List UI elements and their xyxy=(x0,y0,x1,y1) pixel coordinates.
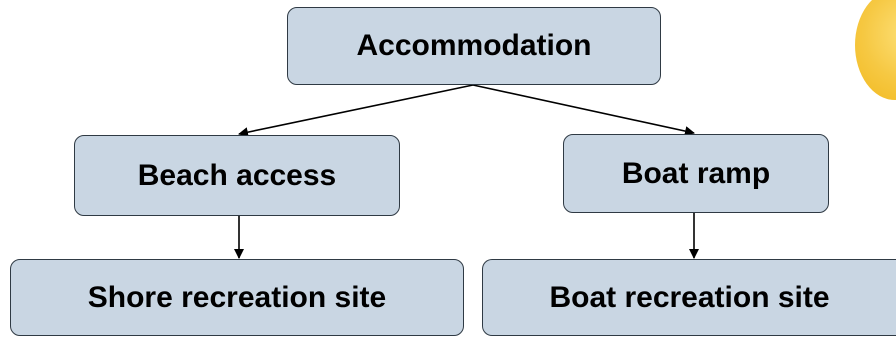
node-beach-access: Beach access xyxy=(74,135,400,216)
node-accommodation: Accommodation xyxy=(287,7,661,85)
node-boat-ramp-label: Boat ramp xyxy=(621,156,771,190)
edge-accommodation-to-beach-access xyxy=(238,84,474,138)
node-boat-recreation-site: Boat recreation site xyxy=(482,259,896,336)
node-shore-recreation-site: Shore recreation site xyxy=(10,259,464,336)
node-boat-ramp: Boat ramp xyxy=(563,134,829,213)
node-boat-recreation-site-label: Boat recreation site xyxy=(549,280,830,314)
node-accommodation-label: Accommodation xyxy=(356,29,592,62)
node-beach-access-label: Beach access xyxy=(137,158,337,192)
edge-accommodation-to-boat-ramp xyxy=(472,84,695,136)
node-shore-recreation-site-label: Shore recreation site xyxy=(87,280,387,314)
